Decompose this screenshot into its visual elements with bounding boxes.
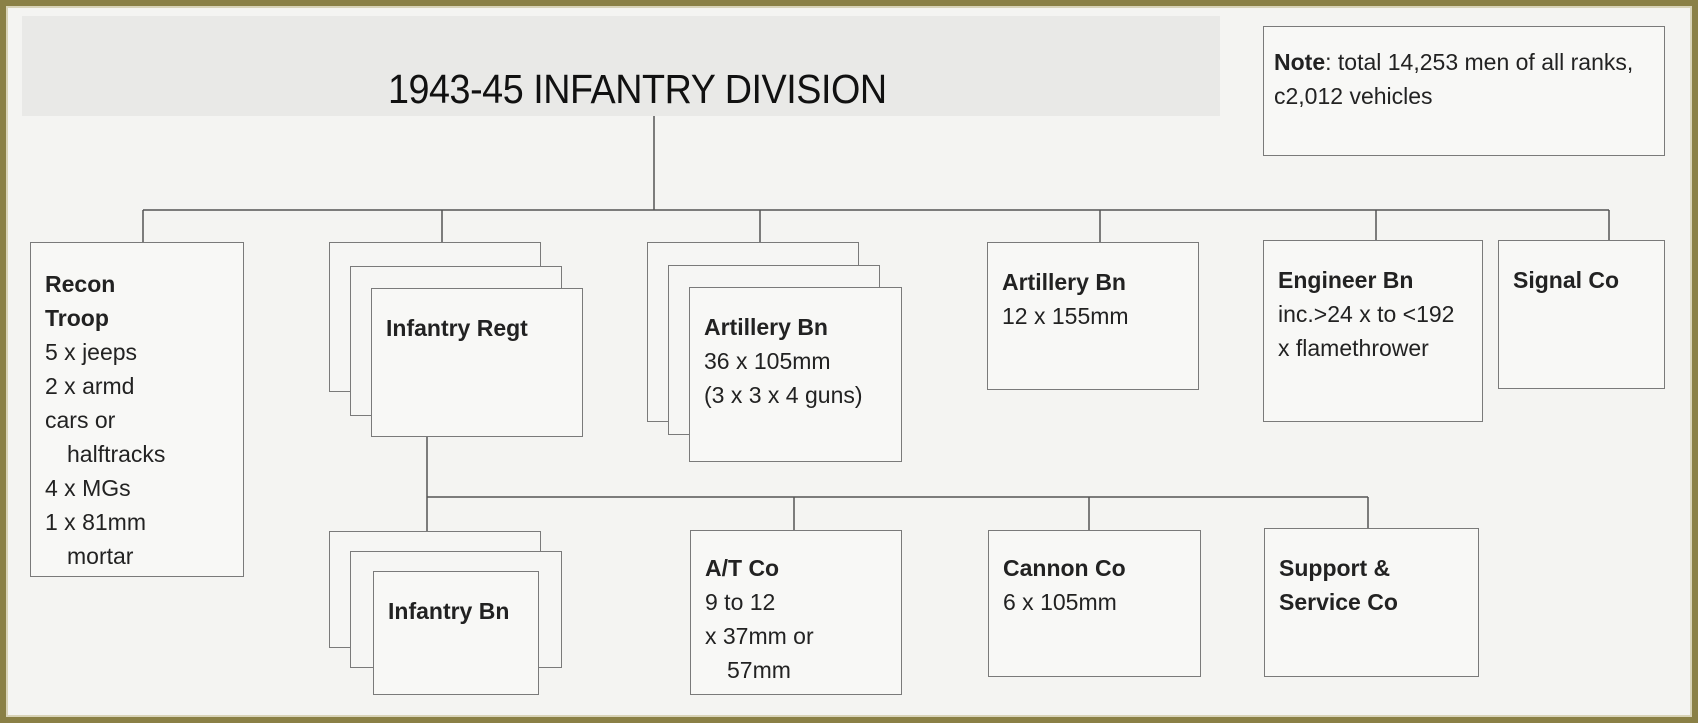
recon-troop-box: Recon Troop 5 x jeeps 2 x armd cars or h…	[30, 242, 244, 577]
cannon-co-title: Cannon Co	[1003, 555, 1126, 581]
support-service-co-title-1: Support &	[1279, 555, 1391, 581]
recon-troop-title-1: Recon	[45, 271, 116, 297]
recon-line: 2 x armd	[45, 373, 135, 399]
infantry-regt-title: Infantry Regt	[386, 315, 528, 341]
artillery-bn-155-box: Artillery Bn 12 x 155mm	[987, 242, 1199, 390]
infantry-bn-box: Infantry Bn	[373, 571, 539, 695]
recon-line: 4 x MGs	[45, 475, 131, 501]
infantry-bn-title: Infantry Bn	[388, 598, 510, 624]
support-service-co-title-2: Service Co	[1279, 589, 1398, 615]
infantry-regt-box: Infantry Regt	[371, 288, 583, 437]
cannon-co-line: 6 x 105mm	[1003, 589, 1117, 615]
engineer-bn-box: Engineer Bn inc.>24 x to <192 x flamethr…	[1263, 240, 1483, 422]
recon-line: 5 x jeeps	[45, 339, 138, 365]
note-label: Note	[1274, 49, 1326, 75]
at-co-box: A/T Co 9 to 12 x 37mm or 57mm	[690, 530, 902, 695]
recon-line: mortar	[67, 543, 134, 569]
recon-line: 1 x 81mm	[45, 509, 146, 535]
artillery-bn-105-box: Artillery Bn 36 x 105mm (3 x 3 x 4 guns)	[689, 287, 902, 462]
cannon-co-box: Cannon Co 6 x 105mm	[988, 530, 1201, 677]
artillery-bn-105-line: (3 x 3 x 4 guns)	[704, 382, 863, 408]
artillery-bn-105-line: 36 x 105mm	[704, 348, 831, 374]
diagram-title: 1943-45 INFANTRY DIVISION	[388, 66, 887, 112]
signal-co-title: Signal Co	[1513, 267, 1620, 293]
at-co-line: x 37mm or	[705, 623, 814, 649]
at-co-line: 57mm	[727, 657, 791, 683]
support-service-co-box: Support & Service Co	[1264, 528, 1479, 677]
engineer-bn-line: inc.>24 x to <192	[1278, 301, 1455, 327]
title-band	[22, 16, 1220, 116]
recon-line: cars or	[45, 407, 116, 433]
engineer-bn-line: x flamethrower	[1278, 335, 1429, 361]
at-co-title: A/T Co	[705, 555, 780, 581]
recon-line: halftracks	[67, 441, 166, 467]
note-box: Note: total 14,253 men of all ranks, c2,…	[1263, 26, 1665, 156]
signal-co-box: Signal Co	[1498, 240, 1665, 389]
note-text: : total 14,253 men of all ranks, c2,012 …	[1274, 49, 1634, 109]
artillery-bn-105-title: Artillery Bn	[704, 314, 828, 340]
artillery-bn-155-title: Artillery Bn	[1002, 269, 1126, 295]
at-co-line: 9 to 12	[705, 589, 776, 615]
engineer-bn-title: Engineer Bn	[1278, 267, 1414, 293]
artillery-bn-155-line: 12 x 155mm	[1002, 303, 1129, 329]
recon-troop-title-2: Troop	[45, 305, 109, 331]
